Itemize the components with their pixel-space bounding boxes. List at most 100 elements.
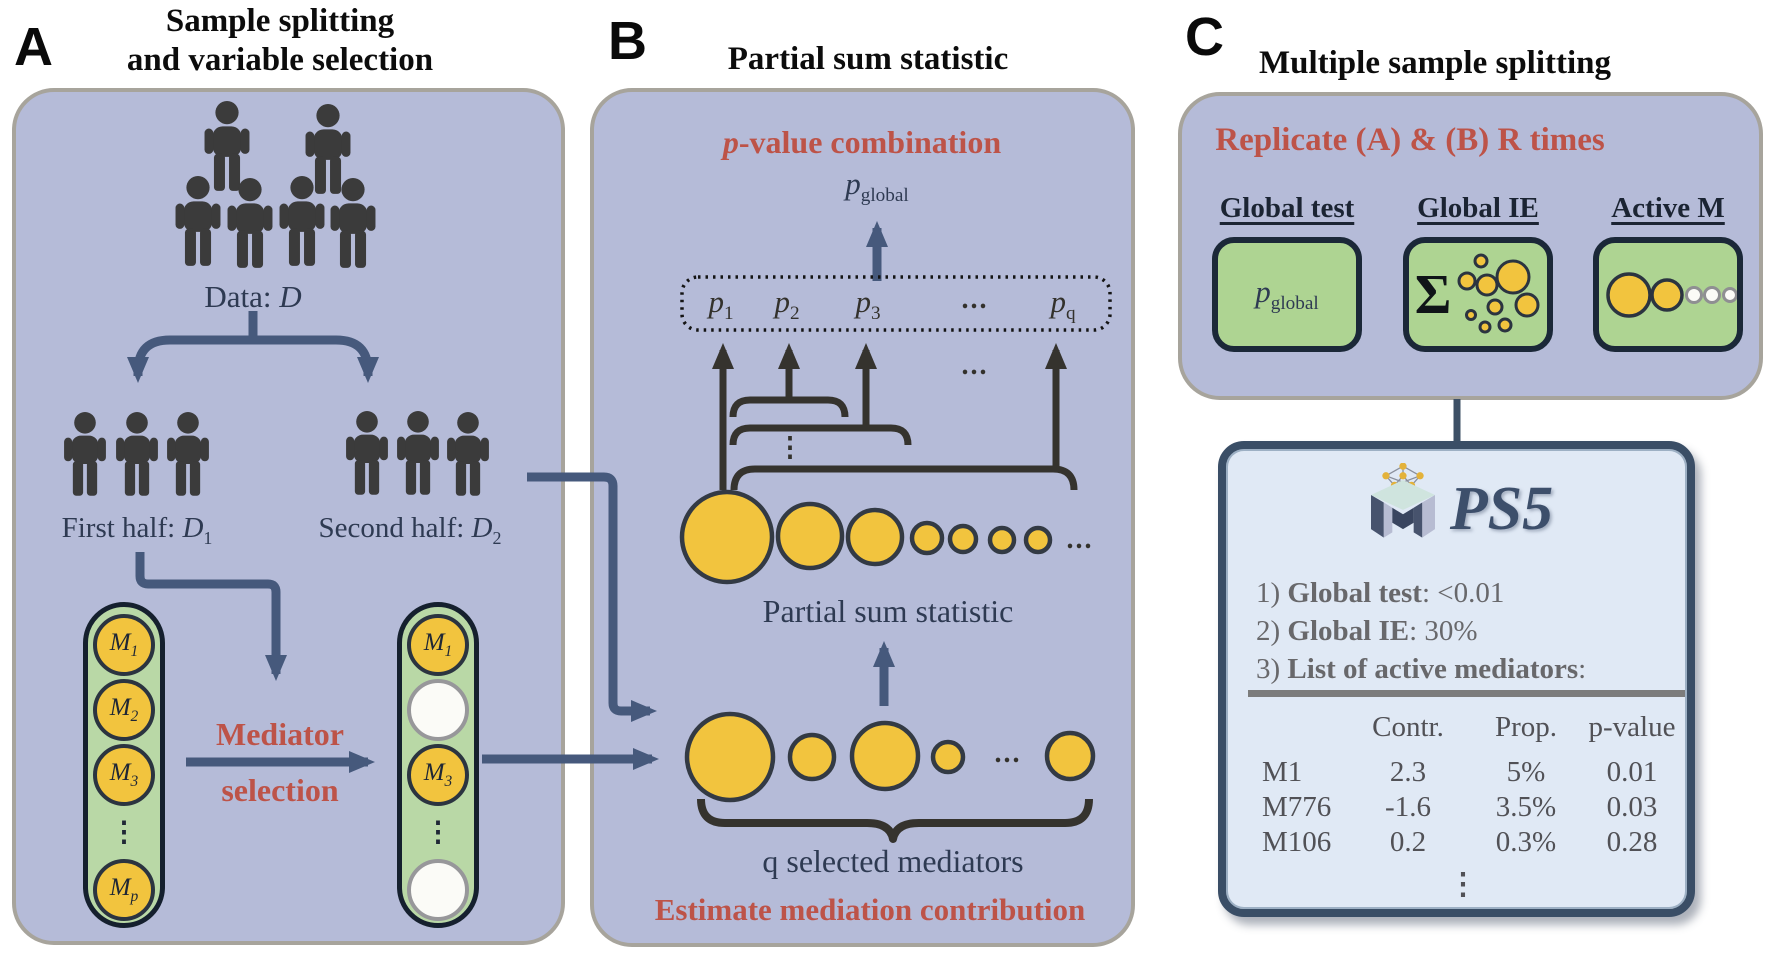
pvc-p: p [722, 124, 739, 160]
table-row-cell: 0.3% [1495, 826, 1557, 858]
mp-base: M [109, 874, 131, 901]
item1-value: : <0.01 [1421, 577, 1505, 609]
item3-num: 3) [1256, 653, 1288, 685]
mediator-label-line1: Mediator [216, 716, 344, 752]
pglobal-base: p [845, 166, 861, 201]
panel-c-title: Multiple sample splitting [1258, 45, 1612, 81]
item1-label: Global test [1287, 577, 1422, 609]
mediator-label-line2: selection [221, 772, 339, 808]
panel-c-letter: C [1185, 7, 1224, 67]
selected-m3: M3 [407, 744, 469, 806]
sel-m3-base: M [423, 759, 445, 786]
result-item-1: 1) Global test: <0.01 [1256, 577, 1504, 610]
item2-label: Global IE [1287, 615, 1410, 647]
panel-b-title: Partial sum statistic [727, 41, 1009, 77]
m-network-icon [1370, 463, 1435, 538]
table-row-cell: 0.28 [1606, 826, 1658, 858]
table-row-cell: M106 [1262, 826, 1332, 858]
sel-m1-sub: 1 [444, 643, 453, 660]
m1-base: M [109, 629, 131, 656]
sigma-icon: Σ [1414, 263, 1452, 326]
sel-m1-base: M [423, 629, 445, 656]
sel-m3-sub: 3 [444, 773, 453, 790]
dataset-symbol: D [279, 279, 302, 314]
pill-selected-dots-icon: ⋮ [424, 817, 452, 848]
ellipsis-top-icon: ... [961, 350, 989, 381]
table-row-cell: 3.5% [1495, 791, 1557, 823]
panel-a-title: Sample splitting and variable selection [60, 2, 500, 80]
table-row-cell: 2.3 [1389, 756, 1427, 788]
second-half-label: Second half: D2 [295, 512, 525, 549]
dataset1-symbol: D [182, 512, 204, 544]
pval-p2: p2 [757, 284, 817, 325]
m2-base: M [109, 694, 131, 721]
mediator-m1: M1 [93, 614, 155, 676]
pval-dots-icon: ... [961, 284, 989, 315]
selected-m1: M1 [407, 614, 469, 676]
pvalue-combination-label: p-value combination [662, 124, 1062, 161]
p2-base: p [774, 284, 790, 319]
mediator-pill-full: M1 M2 M3 ⋮ Mp [83, 602, 165, 928]
row-bottom-ellipsis-icon: ... [994, 738, 1022, 769]
mediator-table: Contr. Prop. p-value M1 2.3 5% 0.01 M776… [1252, 711, 1688, 859]
col-header-pvalue: p-value [1588, 711, 1676, 743]
col-header-contr: Contr. [1372, 711, 1444, 743]
col-header-empty [1252, 711, 1344, 744]
row-top-ellipsis-icon: ... [1066, 524, 1094, 555]
estimate-contribution-label: Estimate mediation contribution [654, 892, 1086, 927]
mediator-pill-selected: M1 M3 ⋮ [397, 602, 479, 928]
m3-sub: 3 [130, 773, 139, 790]
table-row-cell: M776 [1262, 791, 1332, 823]
pglobal-label: pglobal [777, 166, 977, 207]
panel-b-letter: B [608, 11, 647, 71]
pval-p1: p1 [691, 284, 751, 325]
data-label: Data: D [153, 279, 353, 315]
item2-num: 2) [1256, 615, 1288, 647]
pq-sub: q [1065, 303, 1076, 325]
p2-sub: 2 [789, 303, 800, 325]
pglobal-sub: global [860, 185, 909, 207]
item1-num: 1) [1256, 577, 1288, 609]
item3-value: : [1578, 653, 1587, 685]
global-test-pglobal: pglobal [1255, 274, 1319, 315]
table-row-cell: 0.2 [1389, 826, 1427, 858]
dropped-mediator-circle [407, 679, 469, 741]
mps5-logo: PS5 [1226, 463, 1687, 559]
active-m-circles-icon [1606, 272, 1737, 318]
result-item-3: 3) List of active mediators: [1256, 653, 1586, 686]
result-item-2: 2) Global IE: 30% [1256, 615, 1478, 648]
table-divider [1248, 690, 1685, 697]
table-row-cell: -1.6 [1385, 791, 1431, 823]
dropped-mediator-circle2 [407, 859, 469, 921]
table-row-cell: M1 [1262, 756, 1303, 788]
ps5-logo-text: PS5 [1449, 475, 1554, 543]
panel-a-title-line2: and variable selection [126, 42, 434, 78]
pvc-rest: -value combination [738, 124, 1002, 160]
second-half-prefix: Second half: [318, 512, 472, 544]
ie-circle-cluster-icon [1457, 253, 1540, 333]
global-ie-title: Global IE [1417, 192, 1539, 224]
col-header-prop: Prop. [1494, 711, 1558, 743]
p3-base: p [855, 284, 871, 319]
gt-pglobal-sub: global [1270, 293, 1319, 315]
table-row-cell: 0.03 [1606, 791, 1658, 823]
dataset2-symbol: D [471, 512, 493, 544]
active-m-box [1593, 237, 1743, 352]
data-label-prefix: Data: [204, 279, 280, 314]
active-m-title: Active M [1611, 192, 1725, 224]
mps5-result-box: PS5 1) Global test: <0.01 2) Global IE: … [1218, 441, 1695, 917]
dataset2-sub: 2 [492, 527, 502, 548]
bracket-dots-icon: ⋮ [776, 432, 804, 462]
item3-label: List of active mediators [1287, 653, 1579, 685]
replicate-label: Replicate (A) & (B) R times [1215, 122, 1605, 158]
global-test-title: Global test [1219, 192, 1355, 224]
pq-base: p [1050, 284, 1066, 319]
table-row-cell: 5% [1506, 756, 1546, 788]
m1-sub: 1 [130, 643, 139, 660]
dataset1-sub: 1 [203, 527, 213, 548]
mediator-mp: Mp [93, 859, 155, 921]
global-ie-box: Σ [1403, 237, 1553, 352]
partial-sum-label: Partial sum statistic [762, 593, 1014, 629]
first-half-prefix: First half: [61, 512, 183, 544]
